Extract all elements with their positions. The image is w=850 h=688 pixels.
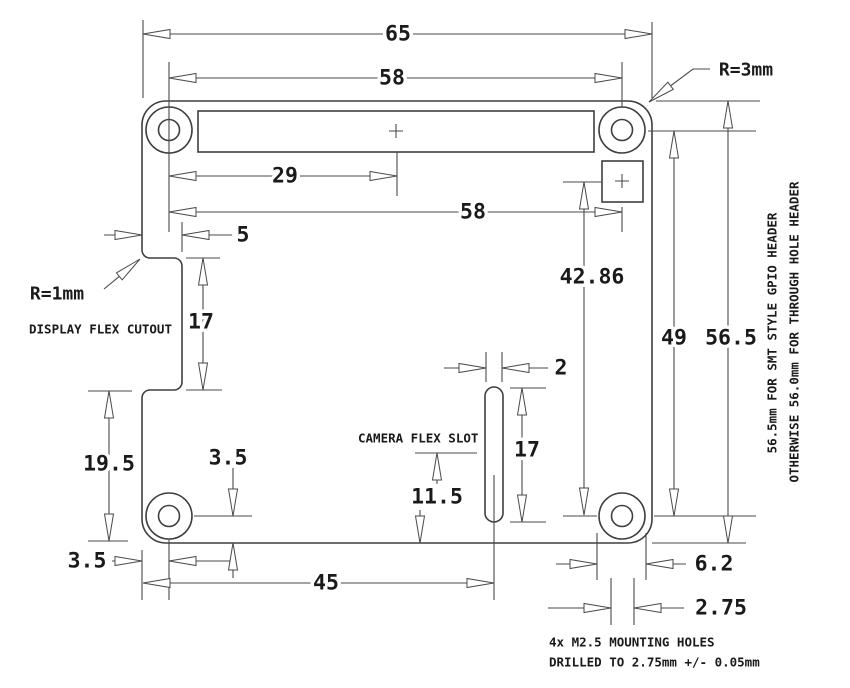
dim-hole-edge-v: 3.5: [209, 446, 248, 471]
note-side-line1: 56.5mm FOR SMT STYLE GPIO HEADER: [765, 212, 780, 453]
dim-square-to-hole: 42.86: [560, 265, 625, 290]
note-mounting-holes-line1: 4x M2.5 MOUNTING HOLES: [549, 635, 715, 650]
dim-pad-diameter: 6.2: [695, 552, 734, 577]
dim-board-width: 65: [385, 22, 411, 47]
dim-hole-edge-h: 3.5: [68, 549, 107, 574]
mounting-hole-top-right: [598, 106, 646, 154]
hole-pad: [598, 106, 646, 154]
hole-pad: [145, 492, 193, 540]
dim-drill-diameter: 2.75: [695, 596, 747, 621]
extension-lines: [88, 20, 760, 625]
dim-cutout-height: 17: [188, 310, 214, 335]
hole-pad: [598, 492, 646, 540]
dim-cutout-to-bottom: 19.5: [83, 452, 135, 477]
label-corner-radius: R=3mm: [719, 60, 773, 81]
dim-cutout-depth: 5: [237, 223, 250, 248]
annotations: R=3mm R=1mm DISPLAY FLEX CUTOUT CAMERA F…: [26, 56, 806, 673]
label-camera-slot: CAMERA FLEX SLOT: [358, 431, 478, 446]
hole-drill: [610, 118, 634, 142]
note-mounting-holes-line2: DRILLED TO 2.75mm +/- 0.05mm: [549, 655, 760, 670]
square-feature: [601, 160, 644, 203]
mounting-hole-bottom-right: [598, 492, 646, 540]
dim-slot-to-bottom: 11.5: [411, 485, 463, 510]
label-cutout-radius: R=1mm: [30, 284, 84, 305]
square-feature-center-mark: [615, 174, 629, 188]
dim-hole-pitch-v: 49: [661, 326, 687, 351]
dim-slot-from-left: 45: [313, 571, 339, 596]
dim-header-center: 29: [272, 164, 298, 189]
board-edge-with-display-cutout: [141, 100, 653, 544]
dim-hole-pitch-h: 58: [379, 66, 405, 91]
label-display-cutout: DISPLAY FLEX CUTOUT: [29, 322, 172, 337]
dim-slot-width: 2: [555, 356, 568, 381]
gpio-header: [197, 110, 595, 153]
hole-drill: [157, 504, 181, 528]
gpio-header-outline: [197, 110, 595, 153]
gpio-header-center-mark: [389, 124, 403, 138]
dim-slot-length: 17: [514, 438, 540, 463]
board-outline: [141, 100, 653, 544]
note-side-line2: OTHERWISE 56.0mm FOR THROUGH HOLE HEADER: [787, 181, 802, 482]
mounting-hole-bottom-left: [145, 492, 193, 540]
dim-board-height: 56.5: [705, 326, 757, 351]
hole-drill: [610, 504, 634, 528]
extension-lines-path: [88, 20, 760, 625]
dim-square-offset: 58: [460, 200, 486, 225]
dimension-labels: 65 58 29 58 5 17 19.5 3.5 3.5 45 11.5 17…: [64, 18, 760, 624]
